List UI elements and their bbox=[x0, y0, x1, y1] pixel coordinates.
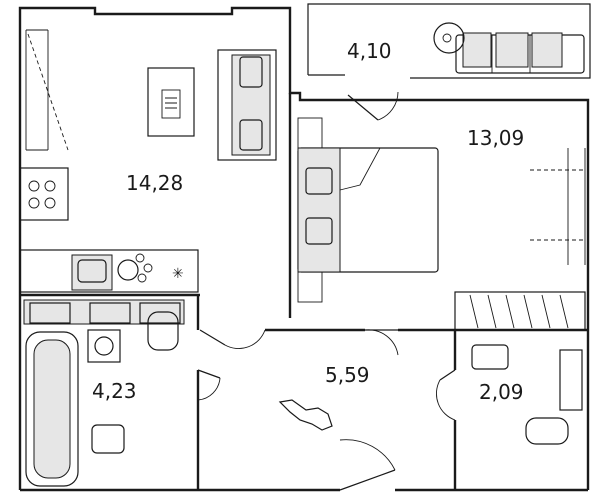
area-wc: 2,09 bbox=[479, 380, 524, 404]
wc bbox=[471, 344, 583, 445]
bedroom-furniture bbox=[297, 117, 586, 331]
balcony-furniture bbox=[433, 22, 585, 74]
bathroom bbox=[23, 299, 185, 487]
area-labels: 4,10 14,28 13,09 4,23 5,59 2,09 bbox=[92, 39, 524, 404]
area-living-kitchen: 14,28 bbox=[126, 171, 183, 195]
living-furniture bbox=[147, 49, 277, 161]
dog-illustration bbox=[278, 399, 333, 431]
area-bathroom: 4,23 bbox=[92, 379, 137, 403]
kitchen: ✳ bbox=[19, 167, 199, 293]
area-hallway: 5,59 bbox=[325, 363, 370, 387]
area-bedroom: 13,09 bbox=[467, 126, 524, 150]
svg-text:✳: ✳ bbox=[172, 266, 184, 282]
area-balcony: 4,10 bbox=[347, 39, 392, 63]
doors bbox=[197, 91, 456, 491]
